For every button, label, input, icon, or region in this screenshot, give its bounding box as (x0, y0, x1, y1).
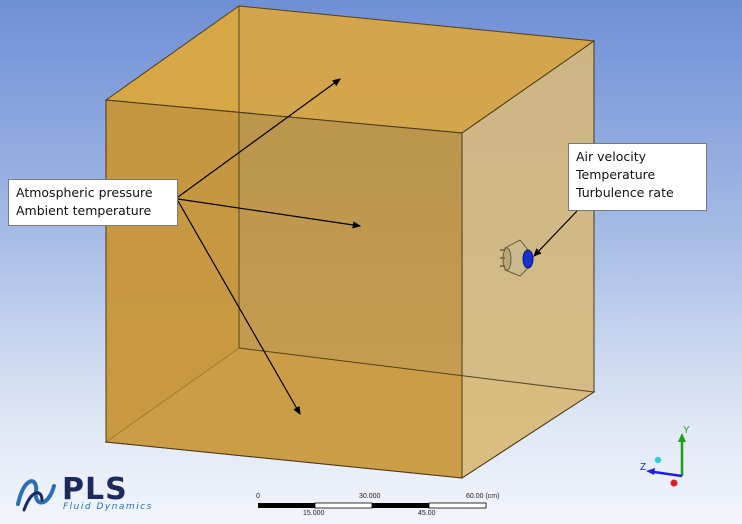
scale-label: 45.00 (418, 510, 436, 517)
pls-logo-icon (16, 479, 56, 512)
z-axis-label: Z (640, 462, 646, 473)
outlet-arrow-top (177, 78, 341, 198)
scale-label: 15.000 (303, 510, 325, 517)
logo-subtitle: Fluid Dynamics (63, 502, 153, 512)
scale-bar-graphic (258, 502, 487, 509)
outlet-arrow-back (177, 198, 362, 229)
scale-label: 60.00 (cm) (466, 493, 500, 500)
outlet-annotation-line: Ambient temperature (16, 203, 152, 218)
outlet-annotation: Atmospheric pressure Ambient temperature (8, 179, 178, 226)
y-axis-label: Y (683, 425, 690, 436)
outlet-annotation-line: Atmospheric pressure (16, 185, 153, 200)
logo-name: PLS (62, 472, 128, 507)
inlet-nozzle[interactable] (500, 239, 534, 277)
z-axis-arrow (646, 468, 655, 475)
domain-edge-back-bottom (238, 347, 595, 393)
scale-label: 0 (256, 493, 260, 500)
z-axis-line (653, 470, 683, 478)
inlet-arrow (533, 210, 578, 257)
isometric-view-marker[interactable] (654, 456, 662, 464)
scale-bar: 0 30.000 60.00 (cm) 15.000 45.00 (255, 493, 515, 523)
outlet-arrow-bottom (177, 200, 301, 416)
inlet-annotation: Air velocity Temperature Turbulence rate (568, 143, 707, 211)
x-axis-marker (670, 479, 678, 487)
inlet-annotation-line: Temperature (576, 167, 656, 182)
inlet-face[interactable] (522, 249, 534, 269)
y-axis-arrow (678, 433, 686, 442)
domain-front-face (105, 99, 463, 479)
inlet-annotation-line: Turbulence rate (576, 185, 674, 200)
inlet-annotation-line: Air velocity (576, 149, 646, 164)
scale-label: 30.000 (359, 493, 381, 500)
axis-triad[interactable]: Y Z (636, 424, 696, 490)
